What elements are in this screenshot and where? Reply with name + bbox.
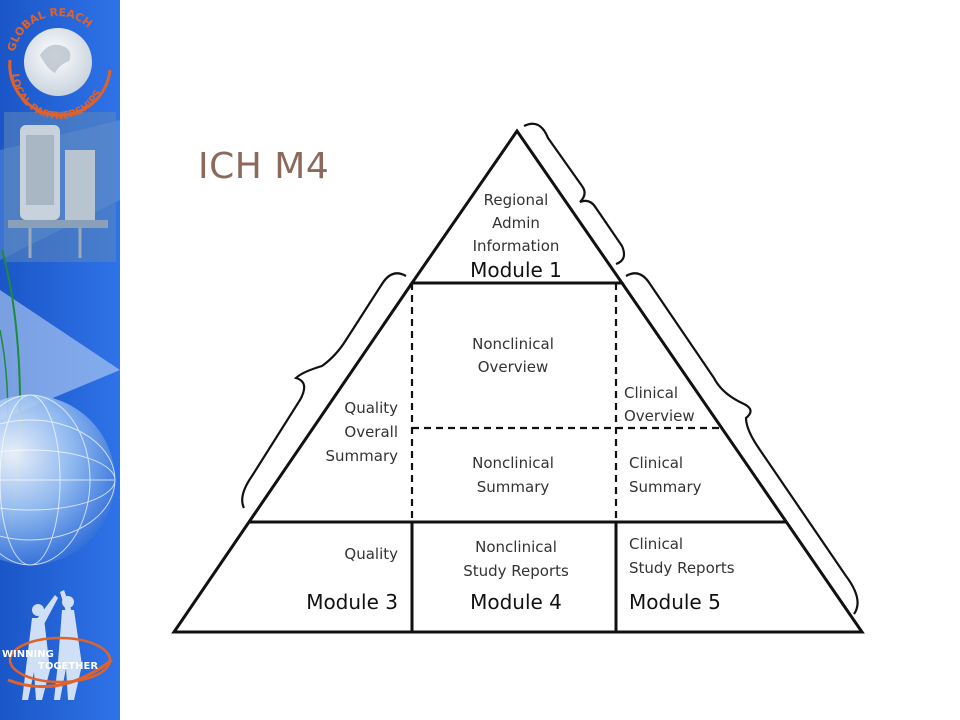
quality-overall-summary-line2: Overall: [344, 423, 398, 441]
module4-text-line2: Study Reports: [463, 562, 569, 580]
brace-clinical-overview: [625, 272, 859, 615]
nonclinical-summary-line2: Summary: [477, 478, 550, 496]
logo-winning-text: WINNING: [2, 649, 54, 660]
nonclinical-overview-line2: Overview: [478, 358, 549, 376]
quality-overall-summary-line1: Quality: [344, 399, 398, 417]
module3-quality-text: Quality: [344, 545, 398, 563]
nonclinical-overview-line1: Nonclinical: [472, 335, 554, 353]
module1-text-line2: Admin: [492, 214, 540, 232]
clinical-overview-line2: Overview: [624, 407, 695, 425]
brace-quality-overall-summary: [241, 272, 407, 509]
module5-text-line2: Study Reports: [629, 559, 735, 577]
nonclinical-summary-line1: Nonclinical: [472, 454, 554, 472]
slide-title: ICH M4: [198, 146, 330, 187]
logo-together-text: TOGETHER: [38, 661, 98, 672]
clinical-overview-line1: Clinical: [624, 384, 678, 402]
module1-text-line1: Regional: [484, 191, 549, 209]
clinical-summary-line2: Summary: [629, 478, 702, 496]
module1-triangle: [409, 128, 625, 285]
module1-text-line3: Information: [473, 237, 560, 255]
clinical-summary-line1: Clinical: [629, 454, 683, 472]
module4-text-line1: Nonclinical: [475, 538, 557, 556]
quality-overall-summary-line3: Summary: [326, 447, 399, 465]
module1-label: Module 1: [470, 258, 562, 282]
module3-label: Module 3: [306, 590, 398, 614]
module5-text-line1: Clinical: [629, 535, 683, 553]
module5-label: Module 5: [629, 590, 721, 614]
module4-label: Module 4: [470, 590, 562, 614]
brace-module1: [523, 122, 626, 266]
sidebar-decoration: GLOBAL REACH LOCAL PARTNERSHIPS WINNING …: [0, 0, 120, 720]
